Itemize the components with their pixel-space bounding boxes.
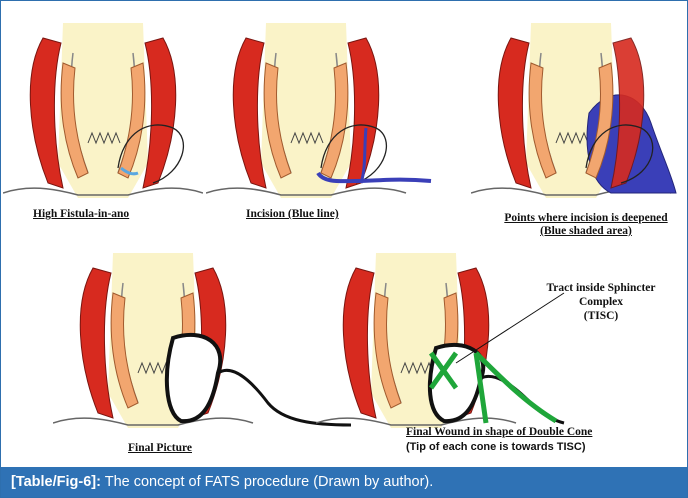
anal-canal-illustration: [316, 253, 566, 438]
panel-high-fistula: [3, 23, 203, 203]
panel-3-label-line1: Points where incision is deepened: [491, 212, 681, 225]
caption-text: The concept of FATS procedure (Drawn by …: [101, 474, 433, 490]
panel-1-label: High Fistula-in-ano: [33, 208, 129, 220]
anal-canal-illustration: [3, 23, 203, 203]
tisc-line1: Tract inside Sphincter: [531, 281, 671, 295]
tisc-annotation: Tract inside Sphincter Complex (TISC): [531, 281, 671, 323]
figure-area: High Fistula-in-ano Incision (Blue line): [1, 1, 687, 467]
anal-canal-illustration: [53, 253, 353, 438]
panel-incision: [206, 23, 436, 203]
panel-3-label-line2: (Blue shaded area): [491, 225, 681, 238]
tisc-line2: Complex: [531, 295, 671, 309]
panel-2-label: Incision (Blue line): [246, 208, 339, 220]
panel-4-label: Final Picture: [128, 442, 192, 454]
panel-deepened: [471, 23, 681, 203]
tisc-line3: (TISC): [531, 309, 671, 323]
panel-double-cone: [316, 253, 566, 438]
panel-5-sublabel: (Tip of each cone is towards TISC): [406, 441, 586, 453]
anal-canal-illustration: [471, 23, 681, 203]
panel-3-label: Points where incision is deepened (Blue …: [491, 212, 681, 238]
panel-5-label: Final Wound in shape of Double Cone: [406, 426, 592, 438]
figure-caption: [Table/Fig-6]: The concept of FATS proce…: [1, 467, 687, 497]
panel-final-picture: [53, 253, 353, 438]
anal-canal-illustration: [206, 23, 436, 203]
caption-label: [Table/Fig-6]:: [11, 474, 101, 490]
